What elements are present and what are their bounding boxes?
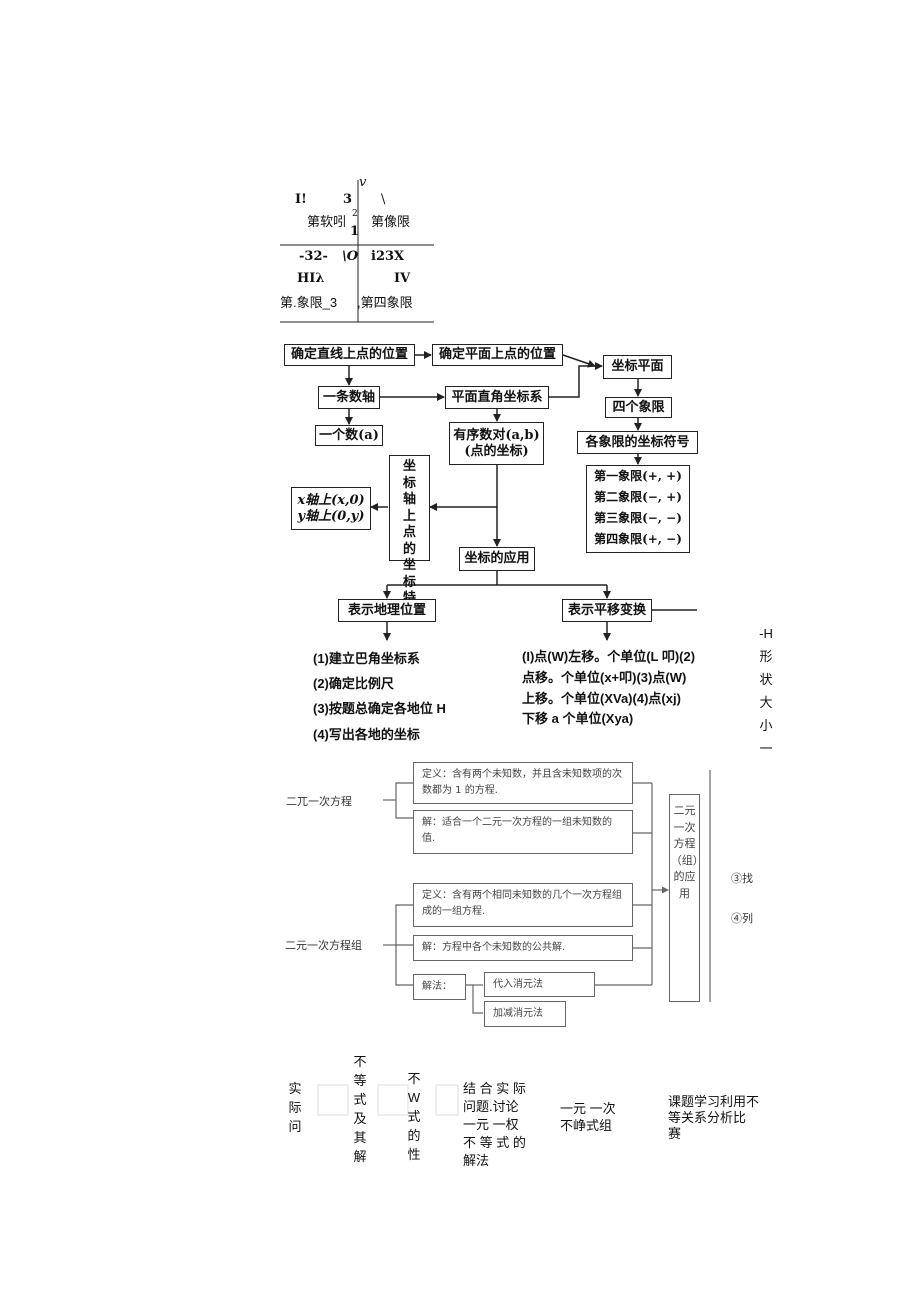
y-axis-label: v (359, 175, 367, 190)
ineq-char-2: 等 (353, 1073, 367, 1088)
sign-quadrant-3: 第三象限(−, −) (594, 511, 682, 525)
box-a-number: 一个数(a) (315, 425, 383, 446)
box-equation-solution: 解：适合一个二元一次方程的一组未知数的值. (413, 810, 633, 854)
quadrant-2-numeral: I! (295, 192, 307, 207)
quadrant-2-label: 第软吲 (307, 214, 347, 229)
side-char-3: 状 (759, 672, 773, 687)
box-solving-method: 解法： (413, 974, 466, 1000)
prop-char-5: 性 (407, 1147, 421, 1162)
side-char-5: 小 (759, 718, 773, 733)
sign-quadrant-2: 第二象限(−, +) (594, 490, 682, 504)
quadrant-2-number: 3 (343, 192, 353, 207)
ineq-char-3: 式 (353, 1092, 367, 1107)
ineq-char-6: 解 (353, 1149, 367, 1164)
geo-step-3: (3)按题总确定各地位 H (313, 701, 446, 716)
geo-step-2: (2)确定比例尺 (313, 676, 394, 691)
side-char-6: 一 (759, 741, 773, 756)
label-linear-equation: 二兀一次方程 (286, 796, 352, 808)
box-number-line: 一条数轴 (318, 386, 380, 409)
quadrant-3-label: 第.象限_3 (280, 295, 338, 310)
x-axis-point: x轴上(x,0) (297, 492, 365, 508)
project-line-2: 等关系分析比 (668, 1110, 747, 1125)
quadrant-1-mark: \ (381, 192, 386, 207)
box-system-solution: 解：方程中各个未知数的公共解. (413, 935, 633, 961)
system-line-2: 不峥式组 (560, 1118, 613, 1133)
box-coordinate-application: 坐标的应用 (459, 547, 535, 571)
translation-step-1: (I)点(W)左移。个单位(L 叩)(2) (522, 649, 696, 664)
quadrant-3-numeral: HIλ (297, 271, 325, 286)
project-line-3: 赛 (668, 1126, 682, 1141)
origin-label: \O (342, 249, 359, 264)
combine-line-1: 结 合 实 际 (463, 1081, 526, 1096)
box-equation-definition: 定义：含有两个未知数，并且含未知数项的次数都为 1 的方程. (413, 762, 633, 804)
prop-char-4: 的 (407, 1128, 421, 1143)
label-find: ③找 (731, 873, 753, 885)
system-line-1: 一元 一次 (560, 1101, 616, 1116)
translation-step-2: 点移。个单位(x+叩)(3)点(W) (522, 670, 687, 685)
translation-step-4: 下移 a 个单位(Xya) (522, 711, 634, 726)
translation-step-3: 上移。个单位(XVa)(4)点(xj) (522, 691, 681, 706)
y-axis-point: y轴上(0,y) (297, 508, 365, 524)
box-quadrant-signs: 各象限的坐标符号 (577, 431, 698, 454)
prop-char-3: 式 (407, 1109, 421, 1124)
box-plane-position: 确定平面上点的位置 (432, 344, 563, 366)
real-char-1: 实 (288, 1081, 302, 1096)
combine-line-2: 问题.讨论 (463, 1099, 519, 1114)
sign-quadrant-4: 第四象限(+, −) (594, 532, 682, 546)
box-translation: 表示平移变换 (562, 599, 652, 622)
ordered-pair-line-1: 有序数对(a,b) (453, 427, 540, 443)
label-linear-system: 二元一次方程组 (285, 940, 362, 952)
ineq-char-4: 及 (353, 1111, 367, 1126)
geo-step-4: (4)写出各地的坐标 (313, 727, 420, 742)
combine-line-3: 一元 一权 (463, 1117, 519, 1132)
side-char-2: 形 (759, 649, 773, 664)
box-equation-application: 二元一次方程（组）的应用 (669, 794, 700, 1002)
quadrant-4-numeral: IV (394, 271, 411, 286)
box-rect-coordinate-system: 平面直角坐标系 (445, 386, 549, 409)
application-vertical-text: 二元一次方程（组）的应用 (670, 804, 699, 900)
ineq-char-5: 其 (353, 1130, 367, 1145)
combine-line-4: 不 等 式 的 (463, 1135, 526, 1150)
ordered-pair-line-2: (点的坐标) (464, 443, 529, 459)
sign-quadrant-1: 第一象限(+, +) (594, 469, 682, 483)
combine-text: 结 合 实 际 问题.讨论 一元 一权 不 等 式 的 解法 (463, 1080, 526, 1170)
quadrant-1-label: 第像限 (371, 214, 411, 229)
box-sign-list: 第一象限(+, +) 第二象限(−, +) 第三象限(−, −) 第四象限(+,… (586, 465, 690, 553)
project-line-1: 课题学习利用不 (668, 1094, 760, 1109)
col-inequality-solution: 不 等 式 及 其 解 (351, 1052, 369, 1166)
axis-feature-text: 坐标轴上点的坐标特征 (402, 459, 416, 623)
x-axis-left-numbers: -32- (299, 249, 328, 264)
col-inequality-property: 不 W 式 的 性 (405, 1069, 423, 1164)
geo-step-1: (1)建立巴角坐标系 (313, 651, 420, 666)
box-line-position: 确定直线上点的位置 (284, 344, 415, 366)
box-system-definition: 定义：含有两个相同未知数的几个一次方程组成的一组方程. (413, 883, 633, 927)
box-axis-point-feature: 坐标轴上点的坐标特征 (389, 455, 430, 623)
x-axis-right-numbers: i23X (371, 249, 405, 264)
prop-char-2: W (407, 1090, 421, 1105)
quadrant-4-label: ,第四象限 (357, 295, 413, 310)
box-four-quadrants: 四个象限 (605, 397, 672, 418)
col-real-problem: 实 际 问 (286, 1079, 304, 1136)
real-char-2: 际 (288, 1100, 302, 1115)
axis-number-1: 1 (350, 224, 360, 239)
label-list: ④列 (731, 913, 753, 925)
inequality-system-text: 一元 一次 不峥式组 (560, 1100, 616, 1134)
box-substitution: 代入消元法 (484, 972, 595, 997)
box-elimination: 加减消元法 (484, 1001, 566, 1027)
real-char-3: 问 (288, 1119, 302, 1134)
side-char-4: 大 (759, 695, 773, 710)
ineq-char-1: 不 (353, 1054, 367, 1069)
box-ordered-pair: 有序数对(a,b) (点的坐标) (449, 422, 544, 465)
box-axis-points: x轴上(x,0) y轴上(0,y) (291, 487, 371, 530)
project-text: 课题学习利用不 等关系分析比 赛 (668, 1094, 759, 1142)
box-geographic-position: 表示地理位置 (338, 599, 436, 622)
side-char-1: -H (759, 626, 773, 641)
prop-char-1: 不 (407, 1071, 421, 1086)
box-coordinate-plane: 坐标平面 (603, 355, 672, 379)
quadrant-2-sup: 2 (352, 209, 358, 219)
side-shape-size-text: -H 形 状 大 小 一 (754, 622, 778, 760)
combine-line-5: 解法 (463, 1153, 490, 1168)
